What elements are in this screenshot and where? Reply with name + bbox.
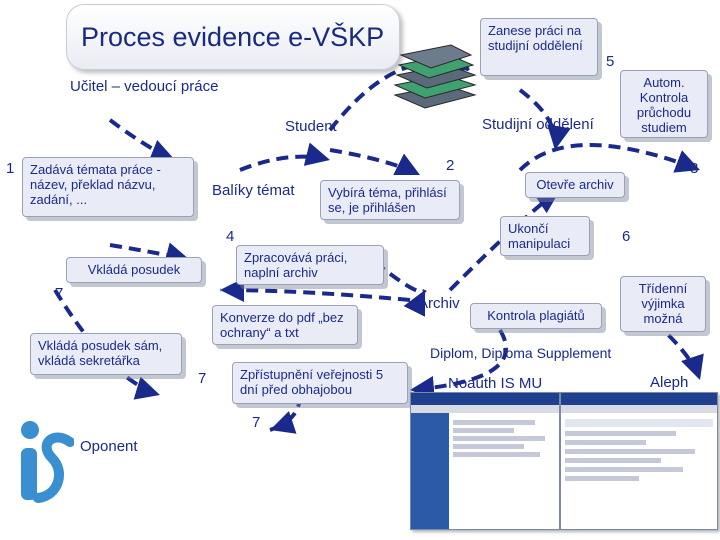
study-office-label: Studijní oddělení [482, 116, 594, 133]
callout-insert-review: Vkládá posudek [66, 257, 202, 283]
arrow-student-to-topic [329, 148, 421, 177]
callout-exception: Třídenní výjimka možná [620, 276, 706, 332]
arrow-archive-aleph [638, 308, 704, 381]
archive-label: Archiv [418, 295, 460, 312]
arrow-opponent-review [53, 288, 161, 400]
step-7-c: 7 [252, 414, 261, 431]
noauth-label: Noauth IS MU [448, 375, 543, 392]
step-4: 4 [226, 228, 235, 245]
page-title: Proces evidence e-VŠKP [66, 4, 400, 70]
callout-auto-check: Autom. Kontrola průchodu studiem [620, 70, 708, 138]
callout-process-work: Zpracovává práci, naplní archiv [236, 245, 384, 285]
step-1: 1 [6, 160, 15, 177]
topic-packages-label: Balíky témat [212, 182, 295, 199]
teacher-label: Učitel – vedoucí práce [70, 78, 219, 95]
arrow-student-to-office [328, 49, 471, 132]
noauth-screenshot [410, 392, 560, 530]
student-label: Student [285, 118, 337, 135]
callout-submit-work: Zanese práci na studijní oddělení [480, 18, 598, 76]
arrow-archive-noauth [409, 328, 508, 400]
step-8: 8 [690, 160, 699, 177]
callout-plagiarism: Kontrola plagiátů [470, 303, 602, 329]
callout-choose-topic: Vybírá téma, přihlásí se, je přihlášen [320, 180, 460, 220]
arrow-open-archive [518, 143, 701, 173]
step-5: 5 [606, 53, 615, 70]
arrow-archive-down [219, 278, 411, 303]
callout-convert-pdf: Konverze do pdf „bez ochrany“ a txt [212, 305, 358, 345]
callout-publish: Zpřístupnění veřejnosti 5 dní před obhaj… [232, 362, 408, 404]
arrow-to-archive-from-topic [358, 248, 427, 317]
step-7-a: 7 [55, 285, 64, 302]
step-6: 6 [622, 228, 631, 245]
aleph-label: Aleph [650, 374, 689, 391]
is-logo-icon [21, 421, 74, 503]
callout-end-manipulation: Ukončí manipulaci [500, 216, 590, 256]
step-2: 2 [446, 157, 455, 174]
callout-enter-topics: Zadává témata práce - název, překlad náz… [22, 157, 194, 217]
step-7-b: 7 [198, 370, 207, 387]
arrow-office-to-archive [518, 88, 571, 151]
arrow-teacher-to-packages [108, 118, 176, 163]
opponent-label: Oponent [80, 438, 138, 455]
books-icon [393, 44, 477, 109]
callout-insert-review-self: Vkládá posudek sám, vkládá sekretářka [30, 333, 182, 375]
arrow-packages-to-student [239, 142, 331, 172]
callout-open-archive: Otevře archiv [525, 172, 625, 198]
diploma-label: Diplom, Diploma Supplement [430, 345, 612, 361]
aleph-screenshot [560, 392, 718, 530]
